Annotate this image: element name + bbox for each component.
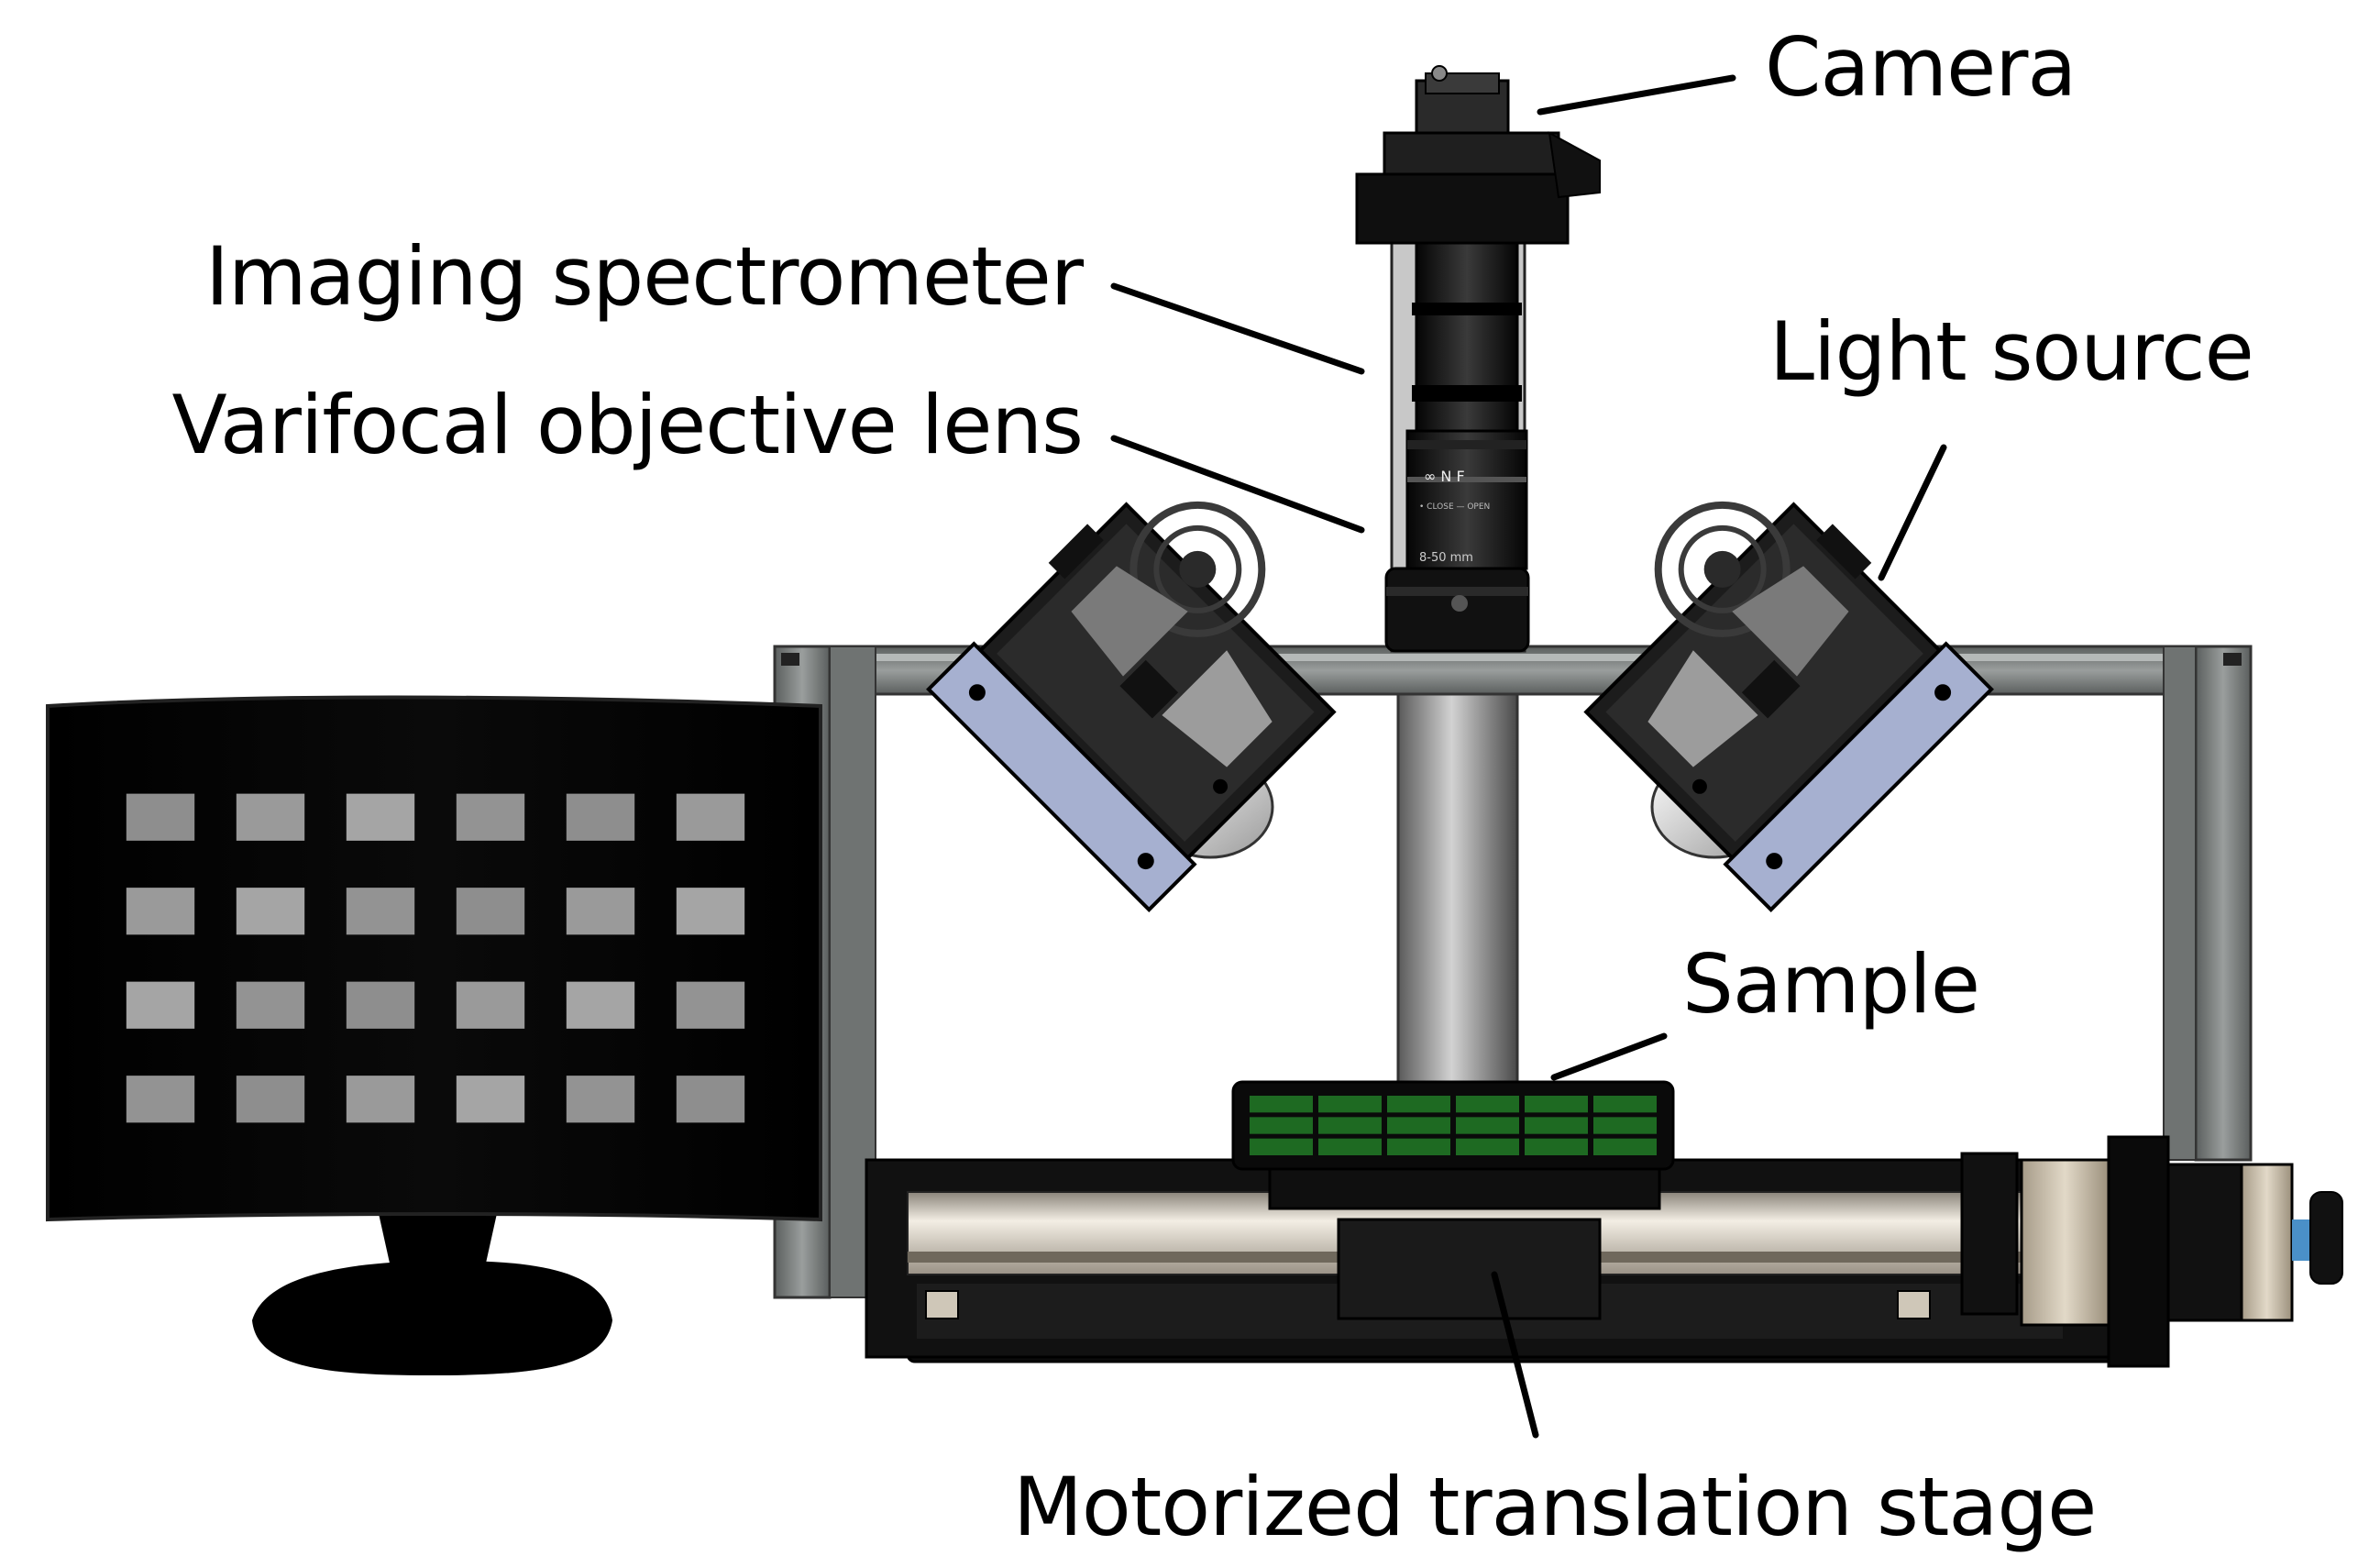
monitor-sample-tile — [236, 981, 305, 1029]
monitor-sample-tile — [236, 888, 305, 935]
sample-well — [1593, 1096, 1657, 1113]
monitor-sample-tile — [456, 888, 525, 935]
camera-assembly: ∞ N F • CLOSE — OPEN 8-50 mm — [1355, 65, 1601, 653]
monitor-sample-tile — [566, 888, 635, 935]
support-post — [1396, 692, 1519, 1099]
sample-well — [1525, 1117, 1588, 1134]
light-source-right — [1531, 447, 1995, 910]
camera-leader — [1537, 74, 1736, 116]
stage-label: Motorized translation stage — [1013, 1460, 2097, 1554]
light-source-left — [925, 447, 1389, 910]
light-source-label: Light source — [1769, 304, 2254, 399]
monitor-sample-tile — [346, 888, 415, 935]
monitor-sample-tile — [346, 981, 415, 1029]
sample-well — [1318, 1096, 1382, 1113]
sample-leader — [1550, 1032, 1668, 1081]
monitor-sample-tile — [566, 981, 635, 1029]
monitor-sample-tile — [126, 1076, 195, 1123]
sample-well — [1593, 1117, 1657, 1134]
monitor-sample-tile — [676, 793, 745, 841]
monitor — [46, 695, 822, 1375]
sample-well — [1593, 1138, 1657, 1155]
lens-focal-range-marking: 8-50 mm — [1419, 551, 1473, 565]
monitor-sample-tile — [126, 981, 195, 1029]
monitor-sample-tile — [346, 1076, 415, 1123]
stage-leader — [1491, 1271, 1539, 1439]
sample-label: Sample — [1682, 937, 1980, 1032]
translation-stage — [865, 1135, 2343, 1368]
light-source-leader — [1878, 444, 1947, 581]
sample-tray — [1231, 1080, 1675, 1210]
monitor-sample-tile — [346, 793, 415, 841]
monitor-sample-tile — [126, 793, 195, 841]
monitor-sample-tile — [566, 793, 635, 841]
camera-label: Camera — [1765, 20, 2077, 115]
sample-well — [1456, 1117, 1519, 1134]
sample-well — [1525, 1138, 1588, 1155]
lens-close-open-marking: • CLOSE — OPEN — [1419, 502, 1490, 512]
monitor-sample-tile — [456, 1076, 525, 1123]
sample-grid — [1250, 1096, 1657, 1155]
sample-well — [1318, 1138, 1382, 1155]
imaging-spectrometer-label: Imaging spectrometer — [204, 229, 1084, 324]
sample-well — [1387, 1138, 1450, 1155]
leader-lines — [1110, 74, 1947, 1439]
monitor-sample-tile — [456, 981, 525, 1029]
monitor-sample-tile — [456, 793, 525, 841]
sample-well — [1250, 1096, 1313, 1113]
varifocal-lens-label: Varifocal objective lens — [171, 378, 1084, 472]
monitor-sample-tile — [236, 793, 305, 841]
sample-well — [1387, 1117, 1450, 1134]
imaging-spectrometer-leader — [1110, 282, 1365, 375]
monitor-sample-tile — [236, 1076, 305, 1123]
monitor-sample-tile — [676, 1076, 745, 1123]
sample-well — [1456, 1096, 1519, 1113]
lens-focus-marking: ∞ N F — [1424, 468, 1465, 485]
monitor-sample-tile — [676, 981, 745, 1029]
monitor-sample-tile — [126, 888, 195, 935]
monitor-sample-tile — [676, 888, 745, 935]
monitor-sample-tile — [566, 1076, 635, 1123]
monitor-image-grid — [126, 793, 745, 1123]
sample-well — [1250, 1117, 1313, 1134]
sample-well — [1387, 1096, 1450, 1113]
sample-well — [1456, 1138, 1519, 1155]
sample-well — [1250, 1138, 1313, 1155]
varifocal-lens-leader — [1110, 435, 1365, 534]
sample-well — [1318, 1117, 1382, 1134]
sample-well — [1525, 1096, 1588, 1113]
